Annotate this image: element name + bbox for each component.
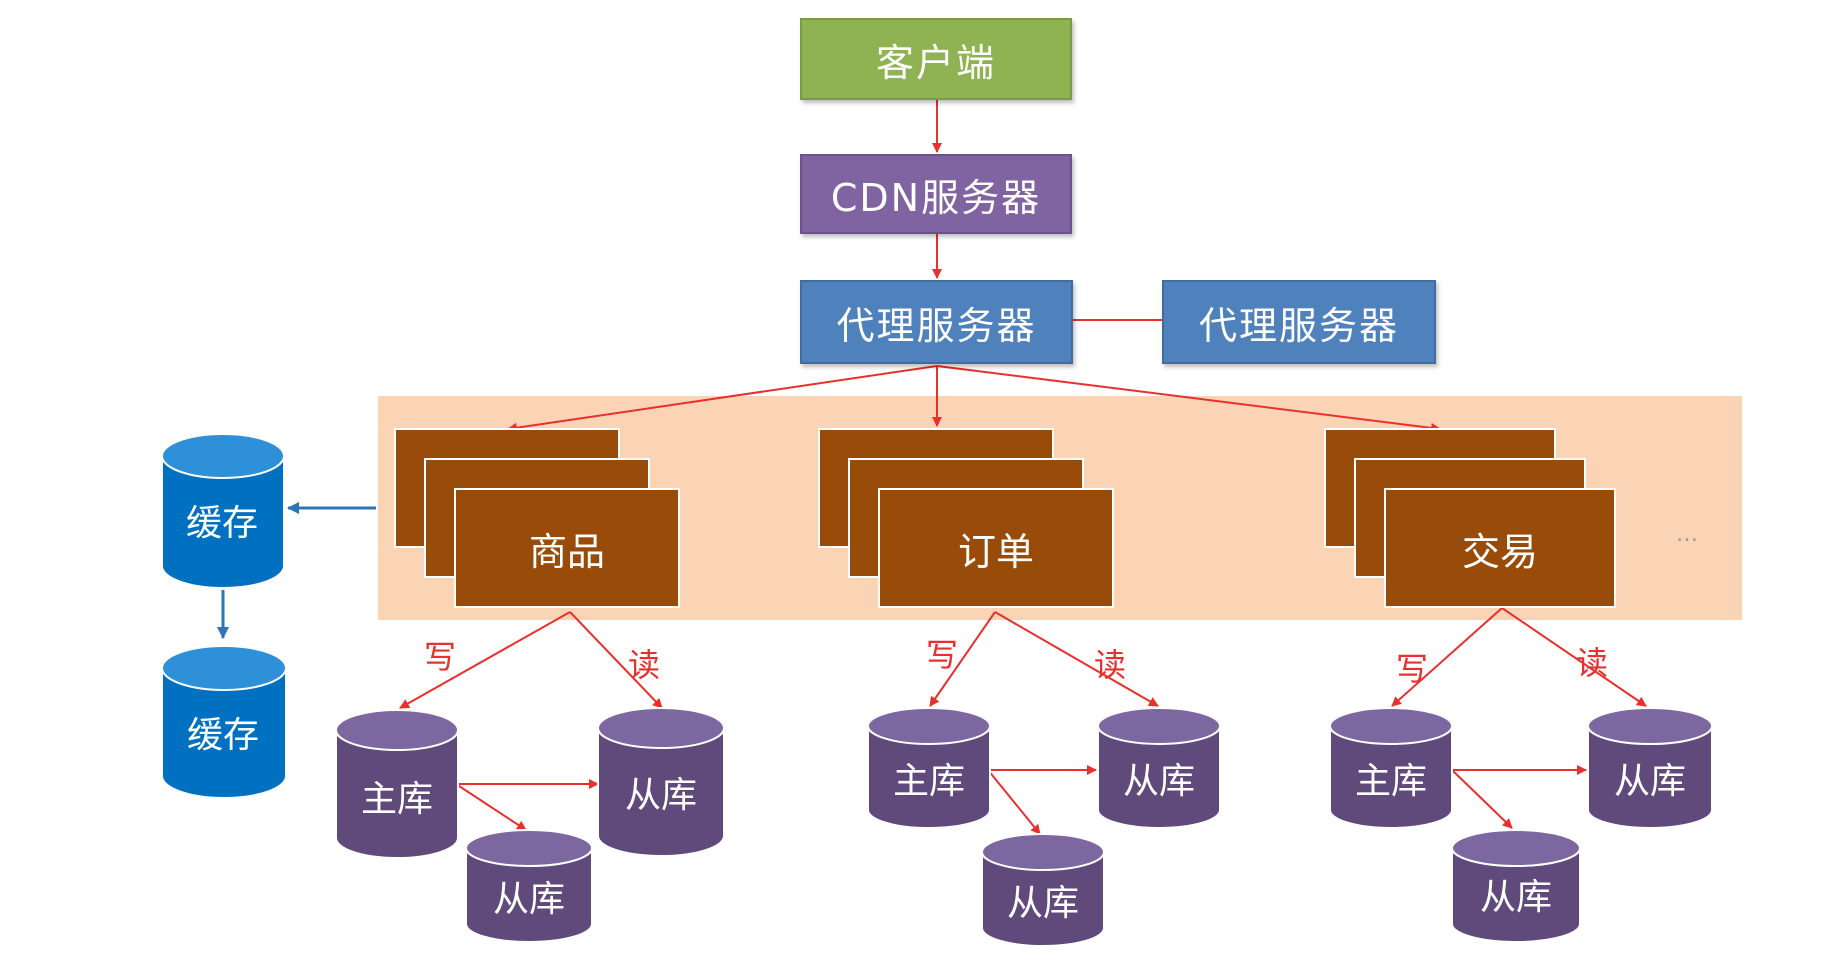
trade-master-db (1329, 707, 1453, 829)
orders-service-box: 订单 (878, 488, 1114, 608)
cache-2-cylinder (161, 645, 287, 799)
goods-service-box: 商品 (454, 488, 680, 608)
orders-read-label: 读 (1094, 646, 1127, 684)
trade-service-box: 交易 (1384, 488, 1616, 608)
cdn-box: CDN服务器 (800, 154, 1072, 234)
goods-master-db-top (335, 709, 459, 751)
arrow-proxy-to-trade (936, 365, 1441, 433)
trade-service-label: 交易 (1461, 529, 1538, 574)
trade-master-db-top (1329, 707, 1453, 745)
arrow-orders-master-slave-b (987, 769, 1041, 835)
goods-master-db (335, 709, 459, 859)
arrow-goods-read (569, 611, 663, 709)
cache-1-cylinder-top (161, 433, 285, 479)
proxy-server-label: 代理服务器 (836, 303, 1037, 348)
backup-proxy-server-label: 代理服务器 (1198, 303, 1399, 348)
trade-read-label: 读 (1576, 644, 1609, 682)
orders-write-label: 写 (926, 636, 959, 674)
arrow-trade-read (1501, 607, 1647, 707)
trade-slave-db-b (1451, 829, 1581, 943)
goods-slave-db-b-top (465, 829, 593, 867)
goods-write-label: 写 (424, 638, 457, 676)
arrow-orders-write (929, 611, 996, 707)
arrow-goods-write (399, 611, 571, 709)
goods-read-label: 读 (628, 646, 661, 684)
arrow-goods-master-slave-b (455, 783, 527, 831)
more-services-ellipsis: … (1676, 522, 1698, 547)
orders-master-db (867, 707, 991, 829)
cdn-label: CDN服务器 (830, 175, 1042, 220)
arrow-trade-write (1391, 607, 1503, 707)
arrow-proxy-to-goods (507, 365, 938, 433)
goods-slave-db-b (465, 829, 593, 943)
orders-slave-db-a (1097, 707, 1221, 829)
cache-2-cylinder-top (161, 645, 287, 691)
goods-slave-db-a (597, 707, 725, 857)
backup-proxy-server-box: 代理服务器 (1162, 280, 1436, 364)
orders-slave-db-b (981, 833, 1105, 947)
proxy-server-box: 代理服务器 (800, 280, 1073, 364)
trade-slave-db-b-top (1451, 829, 1581, 867)
trade-slave-db-a-top (1587, 707, 1713, 745)
trade-slave-db-a (1587, 707, 1713, 829)
orders-slave-db-a-top (1097, 707, 1221, 745)
client-label: 客户端 (875, 40, 996, 85)
client-box: 客户端 (800, 18, 1072, 100)
orders-master-db-top (867, 707, 991, 745)
goods-service-label: 商品 (528, 529, 605, 574)
arrow-trade-master-slave-b (1451, 769, 1513, 829)
trade-write-label: 写 (1396, 650, 1429, 688)
orders-slave-db-b-top (981, 833, 1105, 871)
arrow-orders-read (994, 611, 1159, 707)
cache-1-cylinder (161, 433, 285, 589)
orders-service-label: 订单 (957, 529, 1034, 574)
goods-slave-db-a-top (597, 707, 725, 749)
